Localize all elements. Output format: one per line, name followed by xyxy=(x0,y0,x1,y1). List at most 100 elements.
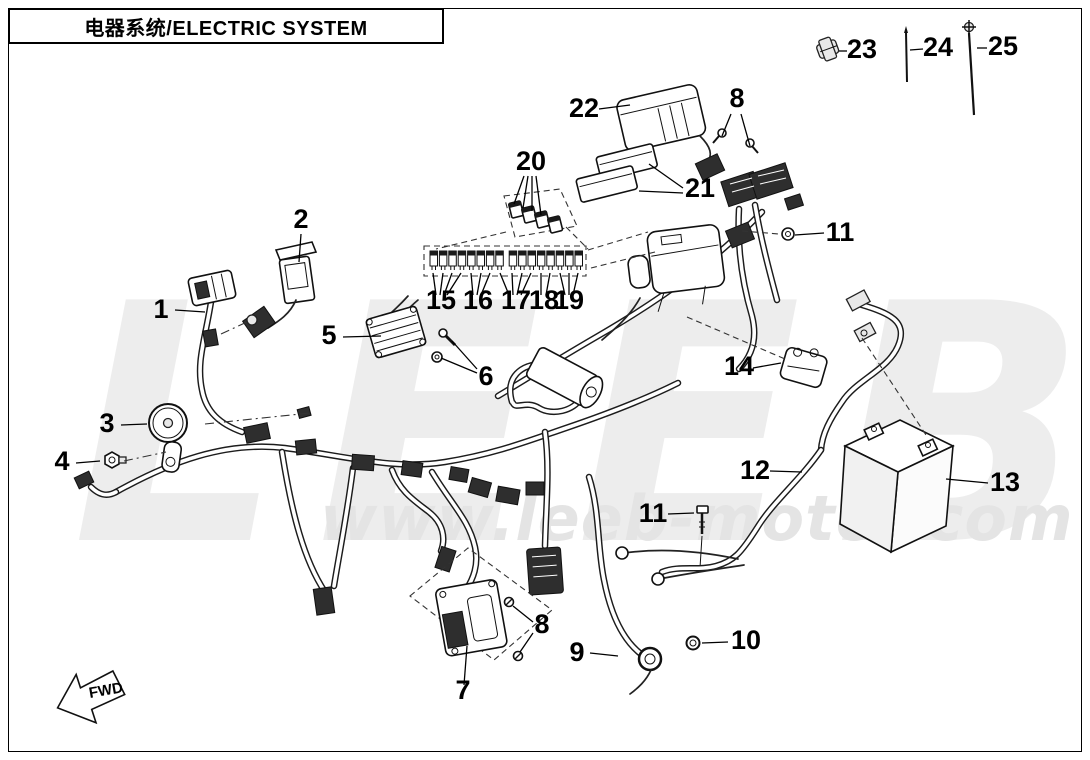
leader-line-8 xyxy=(721,113,732,137)
callout-4: 4 xyxy=(54,446,69,476)
callout-25: 25 xyxy=(988,31,1018,61)
part-horn-3 xyxy=(148,403,188,473)
fuse-box-mount xyxy=(627,224,726,312)
leader-line-14 xyxy=(752,362,782,369)
leader-line-18 xyxy=(545,272,551,296)
leader-line-16 xyxy=(470,272,474,296)
part-ignition-coil-2 xyxy=(241,241,318,339)
part-battery-cable-12 xyxy=(658,289,905,576)
leader-line-9 xyxy=(589,652,619,657)
callout-24: 24 xyxy=(923,32,953,62)
leader-line-11 xyxy=(794,232,825,236)
fuse-strip-15-19 xyxy=(423,245,587,277)
leader-line-11 xyxy=(667,512,695,515)
leader-line-17 xyxy=(499,272,510,296)
page-title: 电器系统/ELECTRIC SYSTEM xyxy=(84,17,368,40)
fuse-glyph xyxy=(546,250,555,270)
callout-9: 9 xyxy=(569,637,584,667)
callout-22: 22 xyxy=(569,93,599,123)
leader-line-21 xyxy=(648,163,684,189)
part-screws-8-top xyxy=(712,128,759,154)
callout-1: 1 xyxy=(153,294,168,324)
fuse-glyph xyxy=(457,250,467,270)
fuse-glyph xyxy=(467,250,476,270)
part-bolt-11-bottom xyxy=(696,505,709,569)
leader-line-24 xyxy=(909,48,924,51)
callout-6: 6 xyxy=(478,361,493,391)
part-relays-21 xyxy=(575,143,658,203)
callout-13: 13 xyxy=(990,467,1020,497)
fuse-glyph xyxy=(536,250,546,270)
fuse-glyph xyxy=(485,250,495,270)
part-regulator-5 xyxy=(365,295,427,359)
part-bolt-11-top xyxy=(781,227,795,241)
leader-line-19 xyxy=(572,272,579,296)
fwd-arrow: FWD xyxy=(56,669,126,725)
fuse-glyph xyxy=(438,250,448,270)
part-screws-8-bottom xyxy=(503,596,524,662)
leader-line-20 xyxy=(513,175,525,205)
leader-line-15 xyxy=(439,272,444,296)
leader-line-19 xyxy=(559,272,566,296)
leader-line-15 xyxy=(446,272,462,296)
callout-14: 14 xyxy=(724,351,754,381)
part-rod-24 xyxy=(904,26,908,83)
leader-line-16 xyxy=(480,272,491,296)
callout-3: 3 xyxy=(99,408,114,438)
leader-line-2 xyxy=(298,233,302,263)
fuse-glyph xyxy=(565,250,574,270)
fuse-glyph xyxy=(508,250,518,270)
leader-line-13 xyxy=(945,478,989,484)
callout-23: 23 xyxy=(847,34,877,64)
battery-lead-cables xyxy=(615,546,745,586)
page-border xyxy=(8,8,1082,752)
ecu-connector xyxy=(526,546,564,596)
callout-11: 11 xyxy=(639,498,668,528)
fwd-label: FWD xyxy=(88,679,125,702)
leader-line-1 xyxy=(174,309,206,313)
leader-line-10 xyxy=(701,641,729,644)
leader-line-5 xyxy=(342,335,382,338)
condenser xyxy=(525,346,604,409)
callout-17: 17 xyxy=(501,285,531,315)
callout-10: 10 xyxy=(731,625,761,655)
part-clip-23 xyxy=(816,36,840,62)
leader-line-22 xyxy=(598,104,631,110)
leader-line-12 xyxy=(769,470,803,473)
callout-8: 8 xyxy=(729,83,744,113)
title-box: 电器系统/ELECTRIC SYSTEM xyxy=(8,8,444,44)
fuse-glyph xyxy=(555,250,565,270)
leader-line-20 xyxy=(522,175,529,209)
leader-line-6 xyxy=(440,357,478,374)
part-ground-cable-9 xyxy=(585,473,663,695)
leader-line-21 xyxy=(638,190,684,194)
part-battery-13 xyxy=(839,419,955,554)
callout-15: 15 xyxy=(426,285,456,315)
callout-8: 8 xyxy=(534,609,549,639)
leader-line-17 xyxy=(516,272,523,296)
fuse-glyph xyxy=(527,250,536,270)
leader-line-4 xyxy=(75,460,101,464)
leader-line-7 xyxy=(463,645,468,686)
leader-line-17 xyxy=(511,272,514,296)
fuse-glyph xyxy=(429,250,438,270)
fuse-glyph xyxy=(495,250,504,270)
leader-line-8 xyxy=(519,632,534,653)
leader-line-15 xyxy=(432,272,437,296)
fuse-glyph xyxy=(518,250,527,270)
part-ecu-7 xyxy=(409,547,553,661)
leader-line-6 xyxy=(451,340,478,370)
leader-line-16 xyxy=(476,272,482,296)
fuse-glyph xyxy=(448,250,457,270)
callout-12: 12 xyxy=(740,455,770,485)
leader-line-17 xyxy=(520,272,532,296)
part-starter-relay-14 xyxy=(779,346,828,389)
callout-16: 16 xyxy=(463,285,493,315)
callout-21: 21 xyxy=(685,173,715,203)
callout-2: 2 xyxy=(293,204,308,234)
assembly-dashed-lines xyxy=(123,226,929,462)
leader-line-8 xyxy=(512,605,534,623)
leader-line-8 xyxy=(740,113,751,147)
